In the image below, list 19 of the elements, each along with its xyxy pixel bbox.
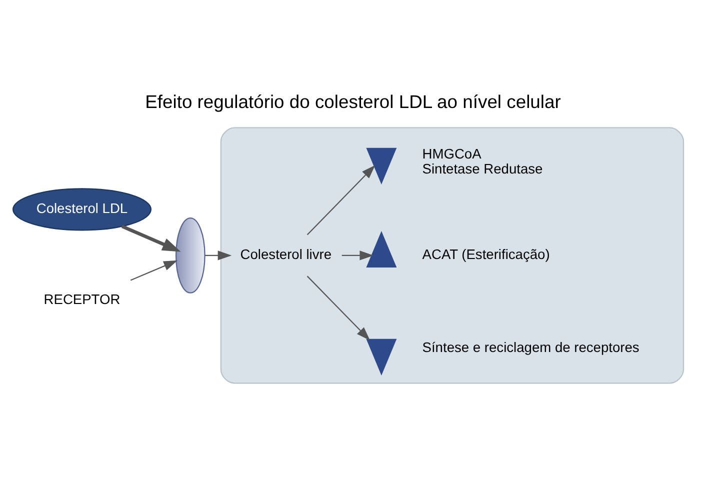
arrow bbox=[306, 164, 376, 235]
node-label: Sintetase Redutase bbox=[422, 160, 543, 176]
node-ellipse: Colesterol LDL bbox=[12, 188, 152, 230]
arrow bbox=[204, 250, 232, 260]
cluster bbox=[220, 126, 684, 384]
arrow bbox=[342, 250, 374, 260]
node-ellipse bbox=[175, 216, 206, 293]
arrow bbox=[121, 224, 181, 252]
diagram-title: Efeito regulatório do colesterol LDL ao nível celular bbox=[145, 90, 561, 112]
node-text: RECEPTOR bbox=[44, 291, 120, 306]
node-text: Colesterol livre bbox=[240, 246, 332, 262]
arrow bbox=[130, 260, 178, 280]
node-label: HMGCoA bbox=[422, 146, 482, 161]
node-label: Síntese e reciclagem de receptores bbox=[422, 340, 640, 355]
node-arrow bbox=[366, 147, 397, 184]
node-label: ACAT (Esterificação) bbox=[422, 246, 550, 262]
node-arrow bbox=[366, 230, 397, 268]
arrow bbox=[306, 275, 370, 340]
node-arrow bbox=[366, 338, 397, 375]
